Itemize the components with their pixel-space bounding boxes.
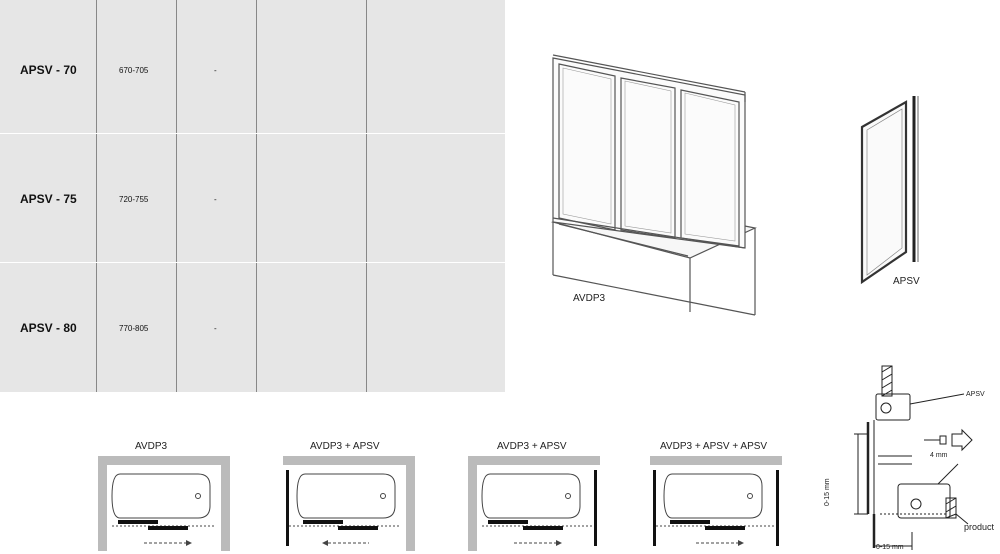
table-cell-dash: - <box>214 66 217 75</box>
plan-avdp3 <box>98 456 230 551</box>
table-cell-size: 670-705 <box>119 66 149 75</box>
table-divider <box>96 0 97 392</box>
detail-apsv-label: APSV <box>966 391 985 398</box>
plan-avdp3-apsv-right <box>468 456 600 551</box>
plan-title: AVDP3 + APSV + APSV <box>660 441 768 452</box>
plan-title: AVDP3 + APSV <box>310 441 380 452</box>
avdp3-label: AVDP3 <box>573 293 606 304</box>
detail-range-label: 0-15 mm <box>824 478 831 506</box>
detail-product-label: product <box>964 522 995 532</box>
table-cell-dash: - <box>214 324 217 333</box>
apsv-drawing <box>860 96 919 285</box>
table-divider <box>176 0 177 392</box>
table-divider <box>0 262 505 263</box>
installation-detail <box>854 365 973 550</box>
avdp3-drawing <box>550 54 757 316</box>
detail-range-bottom-label: 0-15 mm <box>876 544 904 551</box>
plan-avdp3-apsv <box>283 456 415 551</box>
table-divider <box>366 0 367 392</box>
plan-avdp3-apsv-apsv <box>650 456 782 546</box>
plan-title: AVDP3 <box>135 441 168 452</box>
apsv-label: APSV <box>893 276 920 287</box>
table-cell-model: APSV - 75 <box>20 192 77 206</box>
detail-gap-label: 4 mm <box>930 452 948 459</box>
table-cell-model: APSV - 70 <box>20 63 77 77</box>
table-divider <box>256 0 257 392</box>
table-cell-dash: - <box>214 195 217 204</box>
table-cell-size: 720-755 <box>119 195 149 204</box>
table-cell-size: 770-805 <box>119 324 149 333</box>
table-cell-model: APSV - 80 <box>20 321 77 335</box>
plan-title: AVDP3 + APSV <box>497 441 567 452</box>
spec-table: APSV - 70 670-705 - APSV - 75 720-755 - … <box>0 0 505 392</box>
table-divider <box>0 133 505 134</box>
